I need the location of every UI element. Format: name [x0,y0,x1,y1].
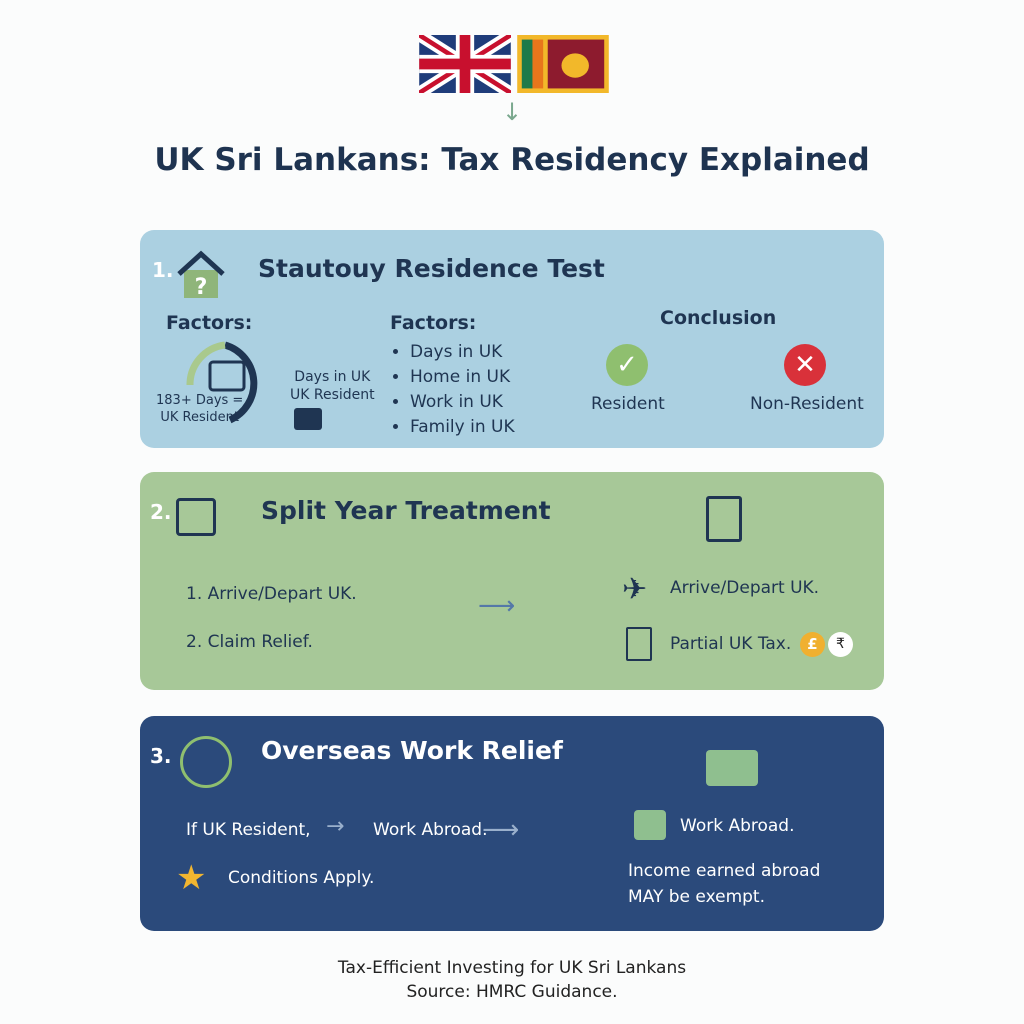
footer-source: Source: HMRC Guidance. [406,982,618,1002]
work-abroad-text: Work Abroad. [373,820,488,840]
page-title: UK Sri Lankans: Tax Residency Explained [154,142,870,178]
document-icon [626,627,652,661]
house-question-icon: ? [177,250,225,300]
rule-text: 183+ Days = [156,393,244,408]
suitcase-icon [706,750,758,786]
arrow-right-icon: ⟶ [482,815,520,845]
pound-coin-icon: £ [800,632,825,657]
document-icon [706,496,742,542]
sri-lanka-flag-icon [517,35,609,93]
briefcase-icon [294,408,322,430]
uk-flag-icon [419,35,511,93]
section-number: 1. [152,258,174,282]
conclusion-label: Conclusion [660,307,777,329]
rupee-coin-icon: ₹ [828,632,853,657]
plane-icon: ✈ [622,572,648,607]
factor-item: Family in UK [410,415,515,440]
rule-text: UK Resident [160,410,239,425]
check-icon: ✓ [606,344,648,386]
step-item: 2. Claim Relief. [186,632,313,652]
section-statutory-residence-test: 1. ? Stautouy Residence Test Factors: 18… [140,230,884,448]
footer-title: Tax-Efficient Investing for UK Sri Lanka… [337,958,687,978]
condition-text: If UK Resident, [186,820,311,840]
section-heading: Stautouy Residence Test [258,254,605,283]
step-item: 1. Arrive/Depart UK. [186,584,357,604]
arrow-right-icon: ⟶ [478,591,516,621]
partial-tax-text: Partial UK Tax. [670,634,792,654]
resident-label: Resident [591,394,665,414]
section-number: 2. [150,500,172,524]
non-resident-label: Non-Resident [750,394,864,414]
income-text: MAY be exempt. [628,887,765,907]
days-note: UK Resident [290,387,375,403]
factor-item: Days in UK [410,340,515,365]
section-heading: Split Year Treatment [261,496,551,525]
svg-text:?: ? [195,275,208,300]
section-number: 3. [150,744,172,768]
conditions-text: Conditions Apply. [228,868,375,888]
arrive-depart-text: Arrive/Depart UK. [670,578,820,598]
factors-label: Factors: [166,312,253,334]
arrow-right-icon: → [326,814,345,839]
factor-item: Home in UK [410,365,515,390]
cross-icon: ✕ [784,344,826,386]
work-abroad-text: Work Abroad. [680,816,795,836]
lock-icon [634,810,666,840]
section-split-year-treatment: 2. Split Year Treatment 1. Arrive/Depart… [140,472,884,690]
section-heading: Overseas Work Relief [261,736,563,765]
arrow-down-icon: ↓ [502,98,523,126]
calendar-icon [176,498,216,536]
calendar-cycle-icon [186,341,258,424]
globe-hammer-icon [180,736,232,788]
days-note: Days in UK [294,369,371,385]
factors-label: Factors: [390,312,477,334]
factor-item: Work in UK [410,390,515,415]
section-overseas-work-relief: 3. Overseas Work Relief If UK Resident, … [140,716,884,931]
star-icon: ★ [176,858,207,898]
income-text: Income earned abroad [628,861,821,881]
